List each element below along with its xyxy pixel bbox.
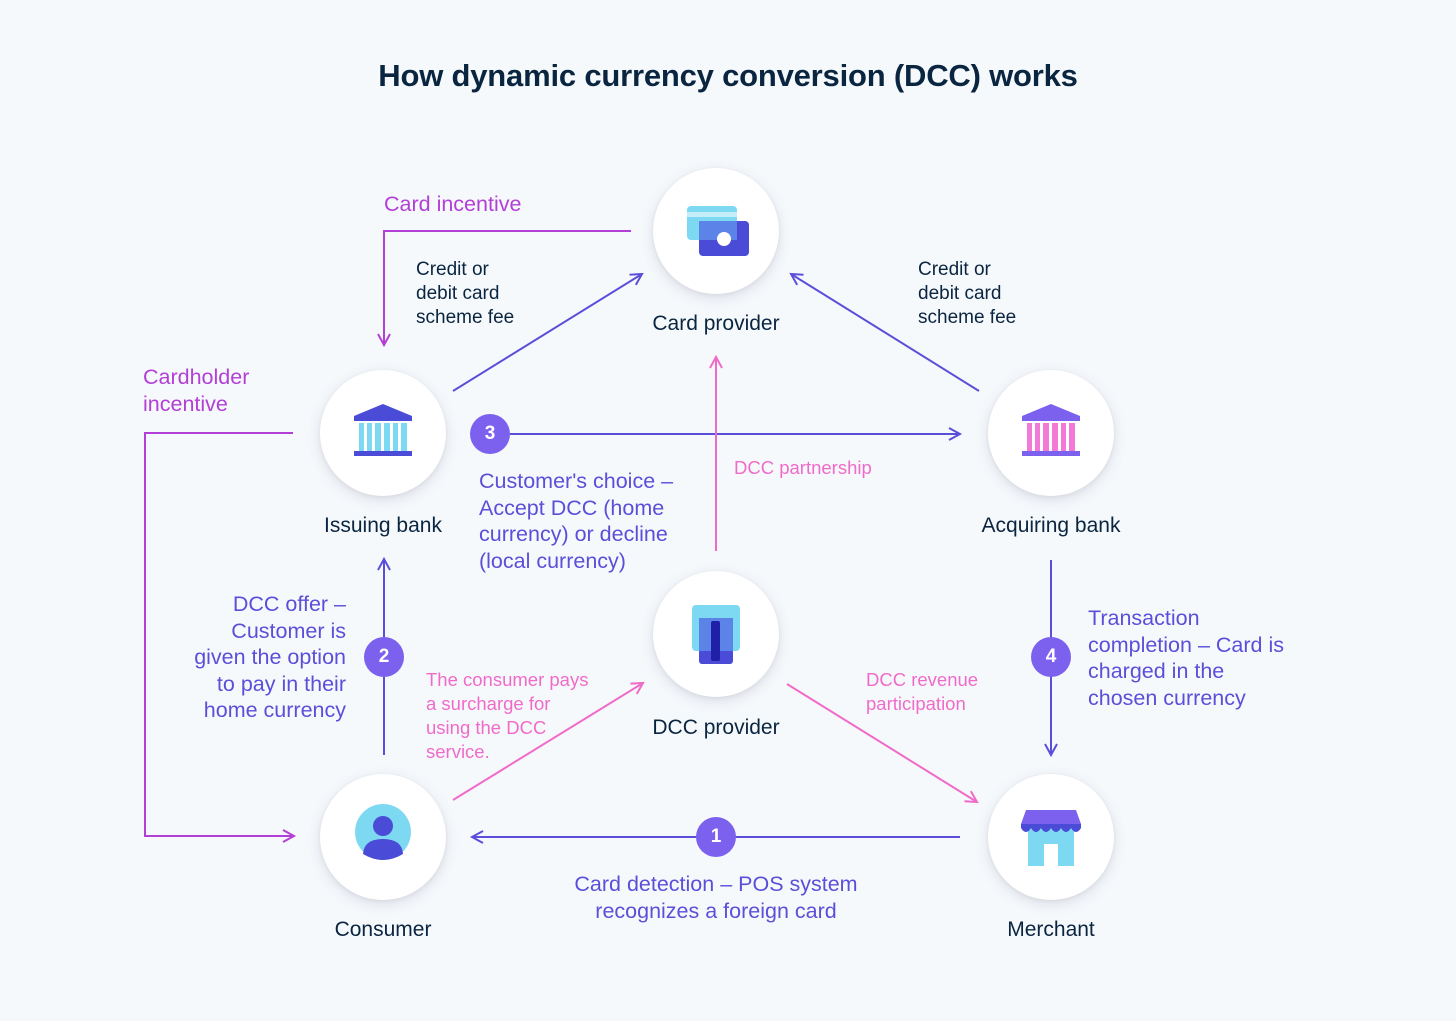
diagram-title: How dynamic currency conversion (DCC) wo…: [378, 58, 1078, 93]
dcc-partnership-label: DCC partnership: [734, 457, 872, 478]
issuing-bank-label: Issuing bank: [324, 514, 442, 537]
acquiring-bank-label: Acquiring bank: [981, 514, 1121, 537]
scheme-fee-right-label: Credit or debit card scheme fee: [918, 259, 1017, 328]
step-3-badge: 3: [470, 414, 510, 454]
scheme-fee-right-connector: [789, 272, 980, 392]
consumer-label: Consumer: [334, 918, 432, 941]
card-incentive-label: Card incentive: [384, 192, 522, 216]
user-icon: [355, 804, 411, 860]
surcharge-connector: [452, 681, 645, 801]
card-incentive-connector: [377, 230, 631, 348]
step-2-badge: 2: [364, 637, 404, 677]
merchant-label: Merchant: [1007, 918, 1095, 941]
scheme-fee-left-connector: [452, 272, 644, 392]
step-4-text: Transaction completion – Card is charged…: [1088, 606, 1284, 710]
consumer-surcharge-label: The consumer pays a surcharge for using …: [426, 669, 589, 762]
bank-icon: [354, 404, 412, 456]
acquiring-bank-node: [988, 370, 1114, 496]
cardholder-incentive-label: Cardholder incentive: [143, 365, 250, 416]
consumer-node: [320, 774, 446, 900]
card-provider-label: Card provider: [652, 312, 780, 335]
card-provider-node: [653, 168, 779, 294]
issuing-bank-node: [320, 370, 446, 496]
step-1-text: Card detection – POS system recognizes a…: [574, 872, 858, 923]
credit-card-icon: [687, 206, 749, 256]
bank-icon: [1022, 404, 1080, 456]
step-4-badge: 4: [1031, 637, 1071, 677]
dcc-revenue-connector: [786, 683, 979, 804]
merchant-node: [988, 774, 1114, 900]
dcc-provider-label: DCC provider: [652, 716, 780, 739]
step-3-text: Customer's choice – Accept DCC (home cur…: [479, 469, 674, 573]
dcc-provider-node: [653, 571, 779, 697]
storefront-icon: [1021, 810, 1081, 866]
step-1-badge: 1: [696, 817, 736, 857]
card-reader-icon: [692, 605, 740, 664]
cardholder-incentive-connector: [144, 432, 297, 843]
step-2-text: DCC offer – Customer is given the option…: [194, 592, 346, 722]
dcc-revenue-label: DCC revenue participation: [866, 669, 979, 714]
scheme-fee-left-label: Credit or debit card scheme fee: [416, 259, 515, 328]
